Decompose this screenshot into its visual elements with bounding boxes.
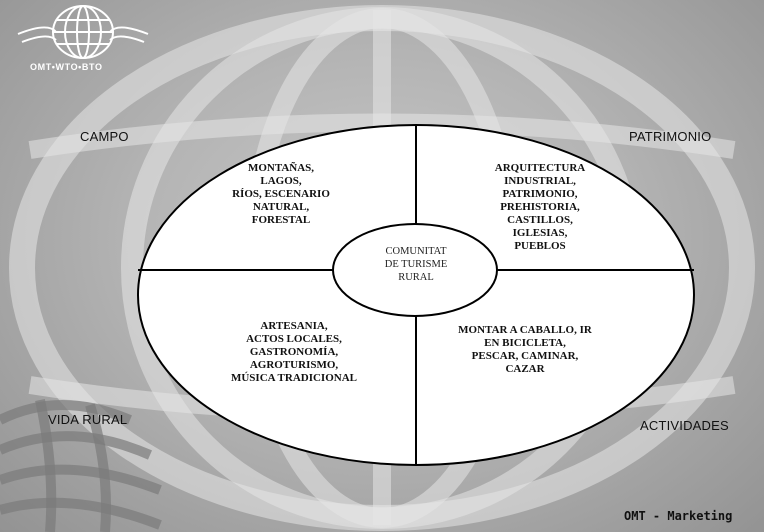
corner-label-patrimonio: PATRIMONIO xyxy=(629,129,712,144)
corner-label-campo: CAMPO xyxy=(80,129,129,144)
quadrant-patrimonio-text: ARQUITECTURA INDUSTRIAL, PATRIMONIO, PRE… xyxy=(470,162,610,253)
center-line: RURAL xyxy=(398,272,434,283)
quadrant-line: PUEBLOS xyxy=(514,240,566,252)
quadrant-campo-text: MONTAÑAS, LAGOS, RÍOS, ESCENARIO NATURAL… xyxy=(216,162,346,227)
quadrant-line: PATRIMONIO, xyxy=(502,188,578,200)
quadrant-line: CAZAR xyxy=(505,363,545,375)
center-line: DE TURISME xyxy=(384,259,448,270)
center-label: COMUNITAT DE TURISME RURAL xyxy=(336,245,496,284)
center-ellipse xyxy=(332,223,498,317)
footer-label: OMT - Marketing xyxy=(624,509,733,523)
omt-logo: OMT•WTO•BTO xyxy=(8,4,158,80)
corner-label-vida-rural: VIDA RURAL xyxy=(48,412,128,427)
quadrant-line: ACTOS LOCALES, xyxy=(246,333,342,345)
quadrant-line: IGLESIAS, xyxy=(512,227,568,239)
quadrant-line: EN BICICLETA, xyxy=(484,337,566,349)
quadrant-line: INDUSTRIAL, xyxy=(504,175,576,187)
globe-logo-icon xyxy=(17,5,149,59)
quadrant-line: MONTAR A CABALLO, IR xyxy=(458,324,592,336)
quadrant-vida-rural-text: ARTESANIA, ACTOS LOCALES, GASTRONOMÍA, A… xyxy=(214,320,374,385)
quadrant-line: AGROTURISMO, xyxy=(249,359,339,371)
quadrant-line: ARTESANIA, xyxy=(260,320,328,332)
quadrant-line: PREHISTORIA, xyxy=(500,201,580,213)
corner-label-actividades: ACTIVIDADES xyxy=(640,418,729,433)
quadrant-line: CASTILLOS, xyxy=(507,214,573,226)
quadrant-line: MONTAÑAS, xyxy=(247,162,315,174)
center-line: COMUNITAT xyxy=(385,246,447,257)
quadrant-line: RÍOS, ESCENARIO xyxy=(232,188,330,200)
quadrant-line: MÚSICA TRADICIONAL xyxy=(230,372,357,384)
quadrant-line: LAGOS, xyxy=(260,175,302,187)
logo-text: OMT•WTO•BTO xyxy=(30,62,103,72)
quadrant-line: GASTRONOMÍA, xyxy=(249,346,339,358)
quadrant-line: PESCAR, CAMINAR, xyxy=(471,350,579,362)
quadrant-actividades-text: MONTAR A CABALLO, IR EN BICICLETA, PESCA… xyxy=(440,324,610,376)
quadrant-line: FORESTAL xyxy=(251,214,311,226)
quadrant-line: NATURAL, xyxy=(252,201,310,213)
quadrant-line: ARQUITECTURA xyxy=(494,162,586,174)
